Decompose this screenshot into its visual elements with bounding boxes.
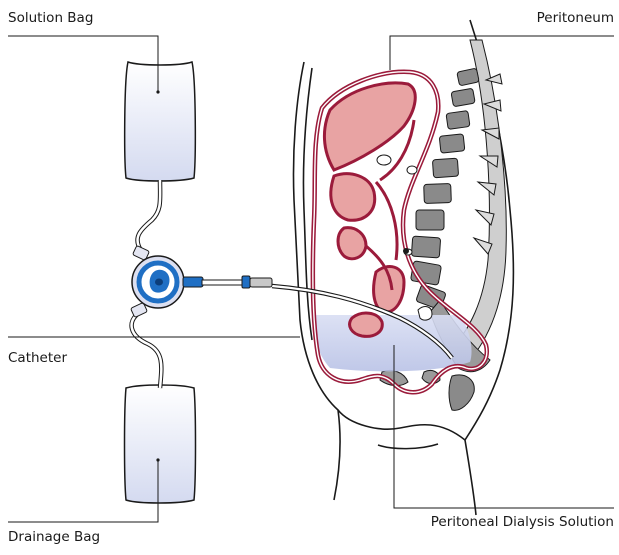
dialysis-solution-fluid <box>312 315 472 371</box>
intestine-loop-1 <box>331 174 375 221</box>
label-peritoneum: Peritoneum <box>537 10 614 26</box>
label-solution-bag: Solution Bag <box>8 10 93 26</box>
label-drainage-bag: Drainage Bag <box>8 529 100 545</box>
drainage-bag <box>125 385 196 503</box>
label-peritoneal-dialysis-solution: Peritoneal Dialysis Solution <box>431 514 614 530</box>
uterus <box>350 313 383 336</box>
solution-bag <box>125 62 196 181</box>
intestine-loop-2 <box>338 228 366 259</box>
y-connector <box>131 246 272 318</box>
label-catheter: Catheter <box>8 350 67 366</box>
